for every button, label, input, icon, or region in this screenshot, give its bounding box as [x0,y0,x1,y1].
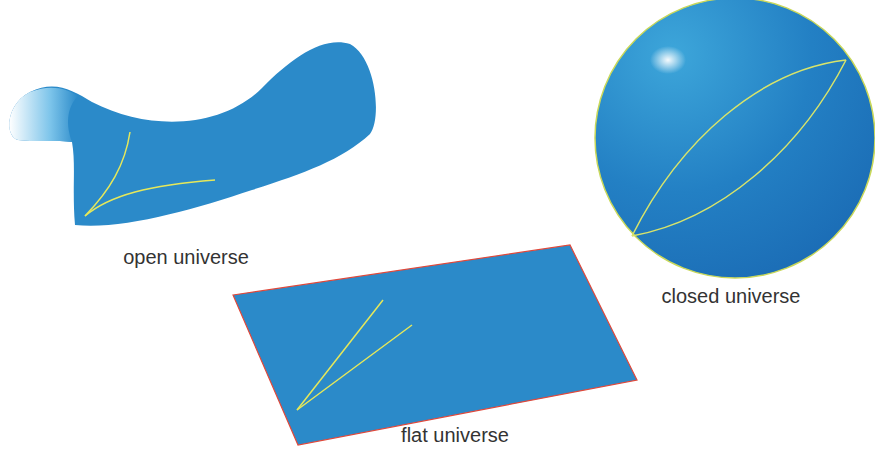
flat-plane [233,245,637,445]
shape-caption: open universe [123,245,249,269]
sphere [595,0,875,278]
shape-caption: flat universe [401,423,509,447]
shape-caption: closed universe [662,284,801,308]
saddle-surface [9,42,376,225]
